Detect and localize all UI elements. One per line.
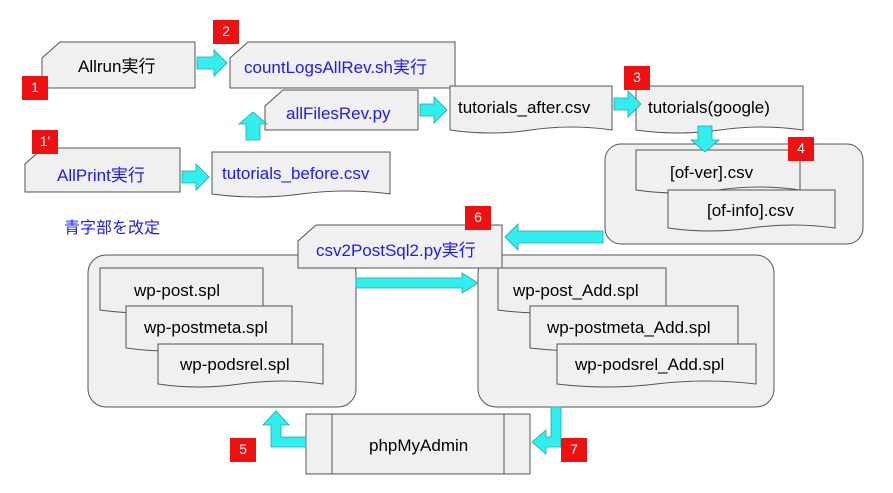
arrow-right-group-to-phpmyadmin [531,406,562,455]
allrun-label: Allrun実行 [78,57,156,76]
arrow-after-to-google [613,90,642,118]
phpmyadmin-box [305,413,531,475]
wp-post-add-label: wp-post_Add.spl [513,281,639,300]
tutorials-google-label: tutorials(google) [648,98,770,117]
allprint-card [24,147,181,193]
step-badge-1-prime: 1' [32,130,58,154]
all-files-rev-card [264,89,419,131]
arrow-up-to-allfiles [237,111,269,141]
wp-post-label: wp-post.spl [134,281,220,300]
allprint-label: AllPrint実行 [57,166,145,185]
arrow-ofcsv-to-csv2postsql [504,223,604,251]
wp-podsrel-add-label: wp-podsrel_Add.spl [575,355,725,374]
step-badge-6: 6 [465,206,491,230]
csv2postsql-label: csv2PostSql2.py実行 [316,241,476,260]
wp-podsrel-label: wp-podsrel.spl [180,355,290,374]
tutorials-google-doc [635,85,804,134]
allrun-card [41,41,196,89]
tutorials-after-doc [449,85,613,134]
arrow-allrun-to-count [196,49,228,77]
arrow-phpmyadmin-to-left-group [262,410,307,448]
phpmyadmin-label: phpMyAdmin [369,436,469,455]
tutorials-after-label: tutorials_after.csv [458,98,591,117]
count-logs-label: countLogsAllRev.sh実行 [244,58,427,77]
all-files-rev-label: allFilesRev.py [286,104,391,123]
wp-podsrel-add-doc [556,343,757,388]
wp-postmeta-label: wp-postmeta.spl [144,318,268,337]
of-ver-label: [of-ver].csv [670,163,754,182]
tutorials-before-label: tutorials_before.csv [222,164,370,183]
step-badge-3: 3 [624,66,650,90]
wp-postmeta-add-label: wp-postmeta_Add.spl [547,318,711,337]
count-logs-card [229,41,456,89]
step-badge-5: 5 [230,438,256,462]
tutorials-before-doc [211,151,391,198]
arrow-allfiles-to-after [419,96,448,124]
step-badge-7: 7 [561,438,587,462]
arrow-left-to-right-group [355,272,479,294]
of-info-doc [667,189,836,232]
step-badge-1: 1 [22,76,48,100]
arrow-allprint-to-before [181,163,210,191]
step-badge-2: 2 [213,20,239,44]
of-info-label: [of-info].csv [707,201,794,220]
arrow-google-to-ofcsv [689,125,721,153]
step-badge-4: 4 [788,137,814,161]
wp-podsrel-doc [157,343,324,388]
revision-note: 青字部を改定 [64,220,161,237]
